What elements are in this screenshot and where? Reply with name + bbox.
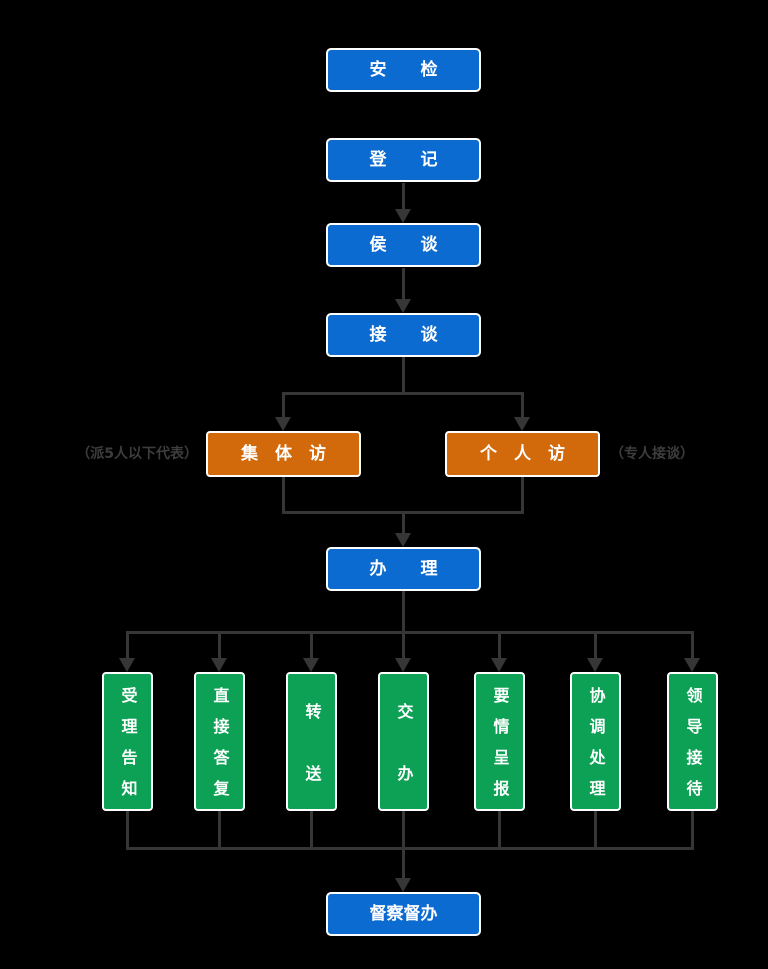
- connector-fanin-7: [691, 811, 694, 850]
- arrow-down-icon: [395, 658, 411, 672]
- arrow-down-icon: [395, 299, 411, 313]
- outcome-assign: 交 办: [378, 672, 429, 811]
- node-registration-label: 登 记: [369, 149, 438, 170]
- outcome-coordinate-handle: 协调处理: [570, 672, 621, 811]
- connector-split-right: [521, 392, 524, 418]
- connector-fanout-7: [691, 631, 694, 659]
- outcome-leader-reception: 领导接待: [667, 672, 718, 811]
- connector-fanin-1: [126, 811, 129, 850]
- node-group-visit-label: 集 体 访: [241, 443, 326, 464]
- arrow-down-icon: [275, 417, 291, 431]
- connector-group-merge: [282, 477, 285, 514]
- connector-fanin-3: [310, 811, 313, 850]
- node-supervision-label: 督察督办: [369, 903, 438, 924]
- node-process: 办 理: [326, 547, 481, 591]
- outcome-leader-reception-label: 领导接待: [683, 687, 703, 811]
- node-interview-talk: 接 谈: [326, 313, 481, 357]
- arrow-down-icon: [395, 878, 411, 892]
- connector-fanout-6: [594, 631, 597, 659]
- connector-wait-interview: [402, 268, 405, 300]
- node-waiting-talk-label: 侯 谈: [369, 234, 438, 255]
- node-security-check-label: 安 检: [369, 59, 438, 80]
- connector-split-bar: [282, 392, 524, 395]
- connector-fanin-6: [594, 811, 597, 850]
- outcome-transfer: 转 送: [286, 672, 337, 811]
- note-group-visit: （派5人以下代表）: [76, 446, 198, 462]
- connector-register-wait: [402, 183, 405, 210]
- connector-split-left: [282, 392, 285, 418]
- outcome-direct-reply-label: 直接答复: [210, 687, 230, 811]
- arrow-down-icon: [684, 658, 700, 672]
- arrow-down-icon: [211, 658, 227, 672]
- node-registration: 登 记: [326, 138, 481, 182]
- connector-fanin-bar: [126, 847, 694, 850]
- node-supervision: 督察督办: [326, 892, 481, 936]
- connector-fanout-3: [310, 631, 313, 659]
- connector-fanin-2: [218, 811, 221, 850]
- outcome-transfer-label: 转 送: [302, 702, 322, 796]
- outcome-accept-notice-label: 受理告知: [118, 687, 138, 811]
- node-group-visit: 集 体 访: [206, 431, 361, 477]
- connector-fanout-4: [402, 631, 405, 659]
- outcome-direct-reply: 直接答复: [194, 672, 245, 811]
- node-security-check: 安 检: [326, 48, 481, 92]
- node-individual-visit-label: 个 人 访: [480, 443, 565, 464]
- arrow-down-icon: [514, 417, 530, 431]
- arrow-down-icon: [587, 658, 603, 672]
- connector-process-fanout: [402, 591, 405, 634]
- connector-individual-merge: [521, 477, 524, 514]
- outcome-assign-label: 交 办: [394, 702, 414, 796]
- arrow-down-icon: [395, 533, 411, 547]
- connector-fanin-4: [402, 811, 405, 850]
- connector-fanout-bar: [126, 631, 694, 634]
- arrow-down-icon: [395, 209, 411, 223]
- connector-fanin-5: [498, 811, 501, 850]
- node-individual-visit: 个 人 访: [445, 431, 600, 477]
- connector-merge-process: [402, 511, 405, 534]
- arrow-down-icon: [491, 658, 507, 672]
- outcome-situation-report-label: 要情呈报: [490, 687, 510, 811]
- node-interview-talk-label: 接 谈: [369, 324, 438, 345]
- outcome-situation-report: 要情呈报: [474, 672, 525, 811]
- connector-fanin-supervision: [402, 847, 405, 879]
- connector-fanout-2: [218, 631, 221, 659]
- connector-fanout-1: [126, 631, 129, 659]
- node-waiting-talk: 侯 谈: [326, 223, 481, 267]
- connector-fanout-5: [498, 631, 501, 659]
- arrow-down-icon: [119, 658, 135, 672]
- connector-interview-split: [402, 357, 405, 395]
- node-process-label: 办 理: [369, 558, 438, 579]
- outcome-accept-notice: 受理告知: [102, 672, 153, 811]
- note-individual-visit: （专人接谈）: [610, 446, 694, 462]
- arrow-down-icon: [303, 658, 319, 672]
- outcome-coordinate-handle-label: 协调处理: [586, 687, 606, 811]
